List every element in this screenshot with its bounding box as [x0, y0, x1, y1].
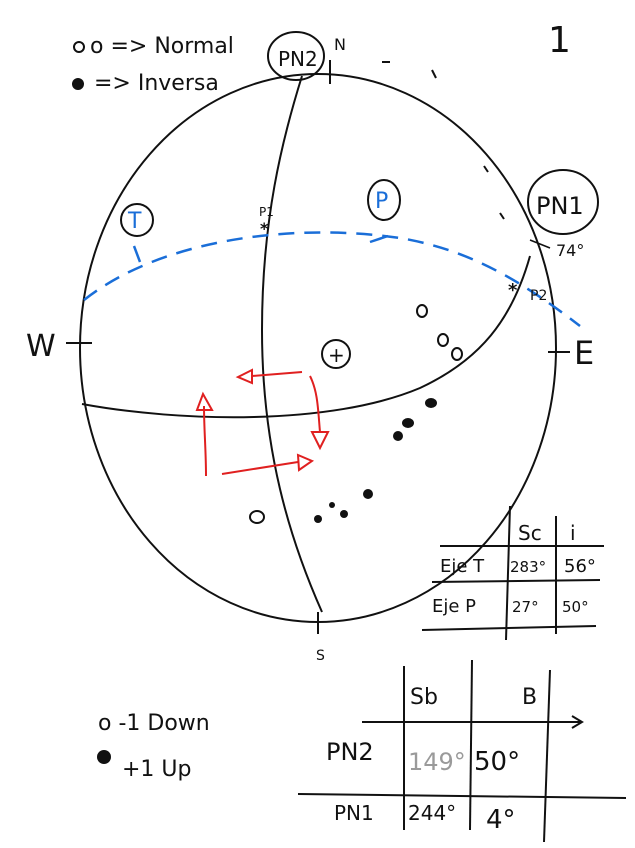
pn1-angle-label: 74° — [556, 241, 584, 260]
p1-pole: * P1 — [259, 205, 274, 238]
planes-row1-sb: 149° — [408, 748, 466, 776]
east-label: E — [574, 334, 594, 372]
legend-top: o => Normal => Inversa — [72, 34, 234, 96]
tp-plane — [83, 231, 581, 327]
axes-header-sc: Sc — [518, 521, 542, 545]
svg-text:*: * — [260, 219, 269, 238]
nodal-plane-pn1 — [81, 255, 531, 419]
planes-row2-sb: 244° — [408, 801, 456, 825]
filled-circle-points — [314, 398, 437, 523]
open-circle-points — [249, 304, 463, 524]
axes-header-i: i — [570, 521, 576, 545]
pn2-marker: PN2 — [267, 31, 325, 81]
planes-table: Sb B PN2 149° 50° PN1 244° 4° — [297, 659, 627, 843]
plus-label: + — [328, 343, 345, 367]
t-axis-label: T — [127, 209, 142, 234]
planes-row2-name: PN1 — [334, 801, 374, 825]
t-axis-marker: T — [120, 203, 154, 237]
ne-tick-marks — [382, 61, 505, 220]
primitive-circle — [79, 73, 557, 623]
filled-circle-symbol-bottom — [97, 750, 111, 764]
pn1-marker: PN1 — [527, 169, 599, 235]
legend-bottom: o -1 Down +1 Up — [97, 711, 210, 782]
south-label: S — [316, 648, 325, 664]
pn2-label: PN2 — [278, 47, 318, 71]
legend-inverse-text: => Inversa — [94, 71, 219, 96]
svg-text:*: * — [508, 280, 518, 301]
p2-pole: * P2 — [508, 280, 547, 304]
t-axis-tick — [132, 245, 142, 263]
p-axis-label: P — [375, 189, 388, 214]
legend-normal-text: o => Normal — [90, 34, 234, 59]
planes-header-sb: Sb — [410, 685, 438, 710]
axes-row2-name: Eje P — [432, 596, 476, 617]
p2-label: P2 — [530, 288, 547, 304]
planes-header-b: B — [522, 685, 537, 710]
p-axis-tick — [369, 234, 389, 244]
axes-row1-i: 56° — [564, 556, 596, 577]
red-arrow-left — [203, 405, 207, 477]
planes-row1-name: PN2 — [326, 738, 374, 766]
red-arrow-bottom — [221, 461, 299, 475]
planes-row2-b: 4° — [486, 805, 516, 835]
legend-down-text: o -1 Down — [98, 711, 210, 736]
p1-label: P1 — [259, 205, 274, 219]
axes-row1-sc: 283° — [510, 558, 546, 576]
axes-row1-name: Eje T — [440, 556, 485, 577]
west-label: W — [26, 329, 56, 364]
planes-row1-b: 50° — [474, 747, 520, 777]
axes-row2-i: 50° — [562, 598, 589, 616]
page-number: 1 — [548, 20, 571, 61]
pn1-label: PN1 — [536, 192, 584, 220]
plus-marker: + — [321, 339, 351, 369]
red-motion-arrows — [195, 368, 330, 477]
p-axis-marker: P — [367, 179, 401, 221]
red-arrow-top — [251, 371, 303, 377]
axes-table: Sc i Eje T 283° 56° Eje P 27° 50° — [421, 505, 604, 641]
nodal-plane-pn2 — [260, 75, 323, 613]
axes-row2-sc: 27° — [512, 598, 539, 616]
north-label: N — [334, 35, 346, 54]
red-arrow-right — [309, 375, 321, 433]
pn1-angle-leader — [529, 239, 551, 249]
filled-circle-symbol — [72, 78, 84, 90]
legend-up-text: +1 Up — [122, 757, 192, 782]
open-circle-symbol — [73, 41, 85, 53]
